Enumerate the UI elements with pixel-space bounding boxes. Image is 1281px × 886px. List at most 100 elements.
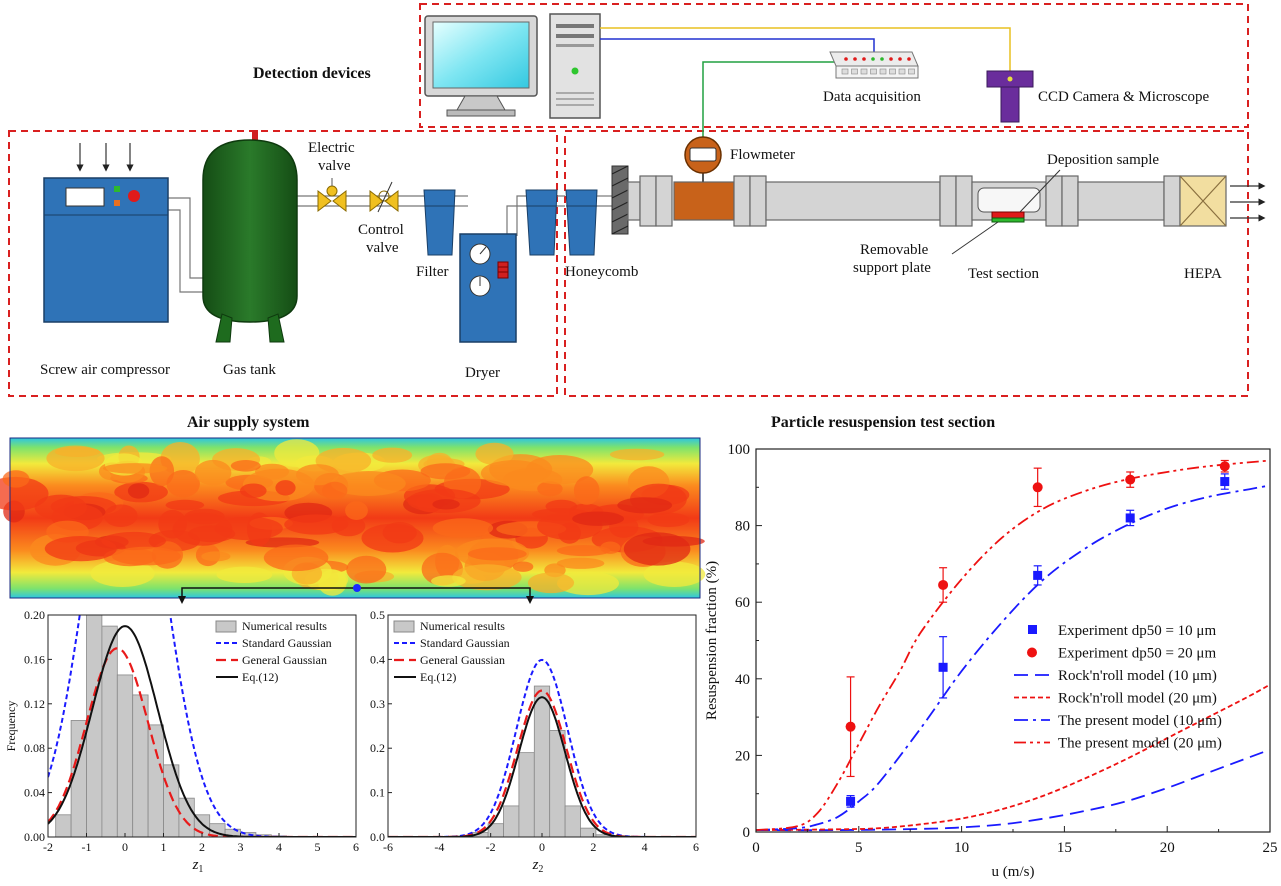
x-tick-label: 6 bbox=[353, 840, 359, 854]
plot-frame bbox=[755, 448, 1271, 833]
cable-green bbox=[702, 52, 839, 138]
gas-tank-label: Gas tank bbox=[223, 362, 276, 378]
x-tick-label: 10 bbox=[954, 840, 969, 856]
contour-blob bbox=[572, 511, 624, 526]
dryer-label: Dryer bbox=[465, 365, 500, 381]
cable-yellow bbox=[600, 27, 1011, 72]
contour-blob bbox=[345, 501, 368, 520]
hepa-label: HEPA bbox=[1184, 266, 1222, 282]
cable-blue bbox=[600, 38, 875, 52]
contour-blob bbox=[187, 525, 236, 543]
control-valve-label-2: valve bbox=[366, 240, 399, 256]
data-acquisition-device bbox=[829, 51, 919, 79]
x-tick-label: 5 bbox=[315, 840, 321, 854]
contour-blob bbox=[617, 497, 673, 514]
contour-blob bbox=[194, 459, 232, 486]
contour-blob bbox=[643, 561, 706, 587]
y-tick-label: 40 bbox=[735, 672, 750, 688]
control-valve bbox=[369, 181, 399, 213]
honeycomb-label: Honeycomb bbox=[565, 264, 638, 280]
x-tick-label: 6 bbox=[693, 840, 699, 854]
contour-blob bbox=[296, 464, 339, 486]
detection-group-box bbox=[419, 3, 1249, 128]
legend-general-gaussian: General Gaussian bbox=[420, 653, 505, 667]
test-section-label: Test section bbox=[968, 266, 1040, 282]
contour-blob bbox=[346, 555, 387, 584]
contour-blob bbox=[240, 483, 267, 498]
flow-duct bbox=[627, 175, 1227, 227]
y-tick-label: 0.00 bbox=[24, 830, 45, 844]
detection-devices-title: Detection devices bbox=[253, 65, 371, 82]
inflow-arrows bbox=[76, 143, 134, 172]
x-tick-label: -6 bbox=[383, 840, 393, 854]
histogram-bar bbox=[503, 805, 520, 838]
y-tick-label: 0 bbox=[743, 825, 751, 841]
deposition-sample-label: Deposition sample bbox=[1047, 152, 1159, 168]
y-tick-label: 20 bbox=[735, 748, 750, 764]
daq-port bbox=[870, 68, 877, 75]
daq-port bbox=[851, 68, 858, 75]
daq-led bbox=[862, 57, 866, 61]
test-section-group-box bbox=[564, 130, 1249, 397]
contour-blob bbox=[275, 480, 296, 496]
screw-air-compressor bbox=[43, 177, 169, 323]
pc-tower bbox=[549, 13, 601, 119]
legend-entry-5: The present model (20 μm) bbox=[1058, 736, 1222, 752]
legend-swatch bbox=[215, 620, 237, 633]
contour-blob bbox=[44, 536, 117, 562]
contour-blob bbox=[475, 442, 514, 465]
contour-blob bbox=[432, 499, 460, 510]
x-tick-label: 5 bbox=[855, 840, 863, 856]
eq12-curve bbox=[48, 625, 356, 837]
contour-blob bbox=[431, 575, 466, 587]
contour-blob bbox=[573, 476, 600, 505]
series-line-5 bbox=[756, 459, 1270, 831]
histogram-bar bbox=[55, 814, 72, 838]
flowmeter-label: Flowmeter bbox=[730, 147, 795, 163]
contour-blob bbox=[230, 460, 261, 472]
contour-blob bbox=[216, 566, 273, 583]
daq-port bbox=[908, 68, 915, 75]
gas-tank bbox=[202, 130, 298, 343]
legend-eq12: Eq.(12) bbox=[242, 670, 278, 684]
histogram-bar bbox=[564, 805, 581, 838]
daq-port bbox=[860, 68, 868, 75]
compressor-label: Screw air compressor bbox=[40, 362, 170, 378]
x-tick-label: -2 bbox=[486, 840, 496, 854]
contour-blob bbox=[556, 557, 605, 569]
standard-gaussian-curve bbox=[48, 615, 356, 837]
histogram-bar bbox=[533, 685, 551, 838]
general-gaussian-curve bbox=[48, 647, 356, 837]
data-point-square bbox=[846, 796, 856, 806]
contour-blob bbox=[111, 546, 181, 566]
contour-blob bbox=[90, 560, 155, 587]
flowmeter bbox=[684, 136, 722, 182]
series-line-3 bbox=[756, 683, 1270, 831]
contour-blob bbox=[166, 470, 200, 498]
x-tick-label: 2 bbox=[199, 840, 205, 854]
x-axis-label: u (m/s) bbox=[992, 864, 1035, 880]
histogram-bar bbox=[147, 724, 164, 838]
contour-blob bbox=[452, 564, 522, 591]
air-supply-group-box bbox=[8, 130, 558, 397]
daq-led bbox=[907, 57, 911, 61]
filter bbox=[423, 189, 456, 256]
contour-blob bbox=[127, 483, 150, 499]
contour-blob bbox=[556, 545, 611, 557]
x-tick-label: 4 bbox=[642, 840, 648, 854]
contour-blob bbox=[331, 471, 406, 496]
electric-valve bbox=[317, 178, 347, 213]
series-line-4 bbox=[756, 484, 1270, 831]
legend-swatch bbox=[393, 620, 415, 633]
y-tick-label: 0.4 bbox=[370, 652, 385, 666]
legend-entry-1: Experiment dp50 = 20 μm bbox=[1058, 646, 1216, 662]
data-point-circle bbox=[1032, 482, 1043, 493]
contour-blob bbox=[322, 481, 348, 500]
daq-led bbox=[844, 57, 848, 61]
x-tick-label: -1 bbox=[82, 840, 92, 854]
contour-blob bbox=[255, 463, 289, 480]
